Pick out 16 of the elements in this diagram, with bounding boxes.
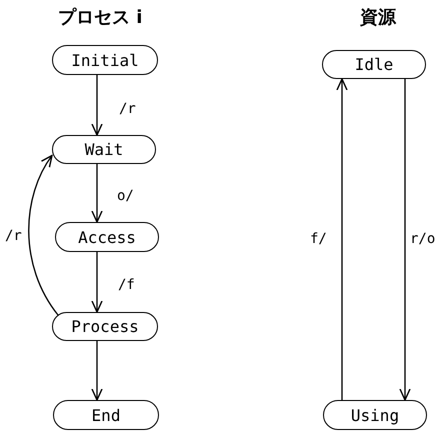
- arrow: [336, 78, 348, 400]
- arrow: [399, 79, 411, 401]
- state-box: Idle: [322, 50, 426, 79]
- state-box: Access: [55, 222, 159, 252]
- state-box: Process: [52, 312, 158, 341]
- arrow: [91, 75, 103, 136]
- state-box: End: [53, 400, 159, 430]
- arrow: [91, 252, 103, 313]
- arrow: [91, 164, 103, 223]
- column-heading: 資源: [360, 6, 396, 29]
- state-box: Initial: [52, 45, 158, 75]
- arrow: [91, 341, 103, 401]
- column-heading: プロセス i: [58, 6, 142, 29]
- state-box: Using: [323, 400, 427, 430]
- arrow: [28, 154, 59, 316]
- state-box: Wait: [52, 135, 156, 164]
